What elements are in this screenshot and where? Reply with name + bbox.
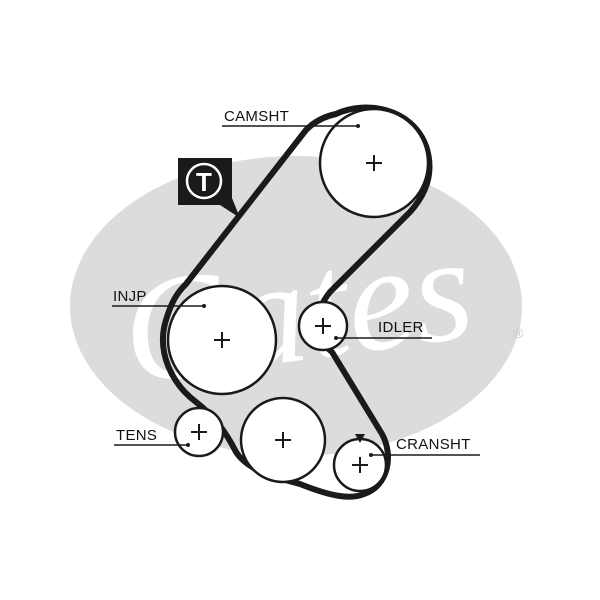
label-injection-pump: INJP (112, 288, 206, 308)
timing-belt (159, 104, 433, 500)
belt-type-badge: T (178, 158, 240, 218)
label-crankshaft: CRANSHT (369, 436, 480, 457)
center-cross-icon (315, 318, 331, 334)
registered-mark: ® (513, 325, 524, 341)
camshaft-pulley (318, 107, 430, 219)
label-idler-text: IDLER (378, 319, 424, 336)
center-cross-icon (191, 424, 207, 440)
label-idler: IDLER (334, 319, 432, 340)
idler-pulley (297, 300, 349, 352)
label-tensioner-text: TENS (116, 427, 157, 444)
watermark-ellipse (70, 156, 522, 456)
center-cross-icon (366, 155, 382, 171)
center-cross-icon (214, 332, 230, 348)
label-camshaft: CAMSHT (222, 108, 360, 128)
label-injection-pump-text: INJP (113, 288, 147, 305)
injection-pump-pulley (166, 284, 278, 396)
timing-mark-icon (355, 434, 365, 443)
crankshaft-pulley (332, 434, 388, 493)
label-camshaft-text: CAMSHT (224, 108, 289, 125)
badge-letter: T (196, 167, 212, 197)
tensioner-pulley (173, 406, 225, 458)
center-cross-icon (275, 432, 291, 448)
center-cross-icon (352, 457, 368, 473)
label-crankshaft-text: CRANSHT (396, 436, 471, 453)
label-tensioner: TENS (114, 427, 190, 447)
water-pump-pulley (239, 396, 327, 484)
